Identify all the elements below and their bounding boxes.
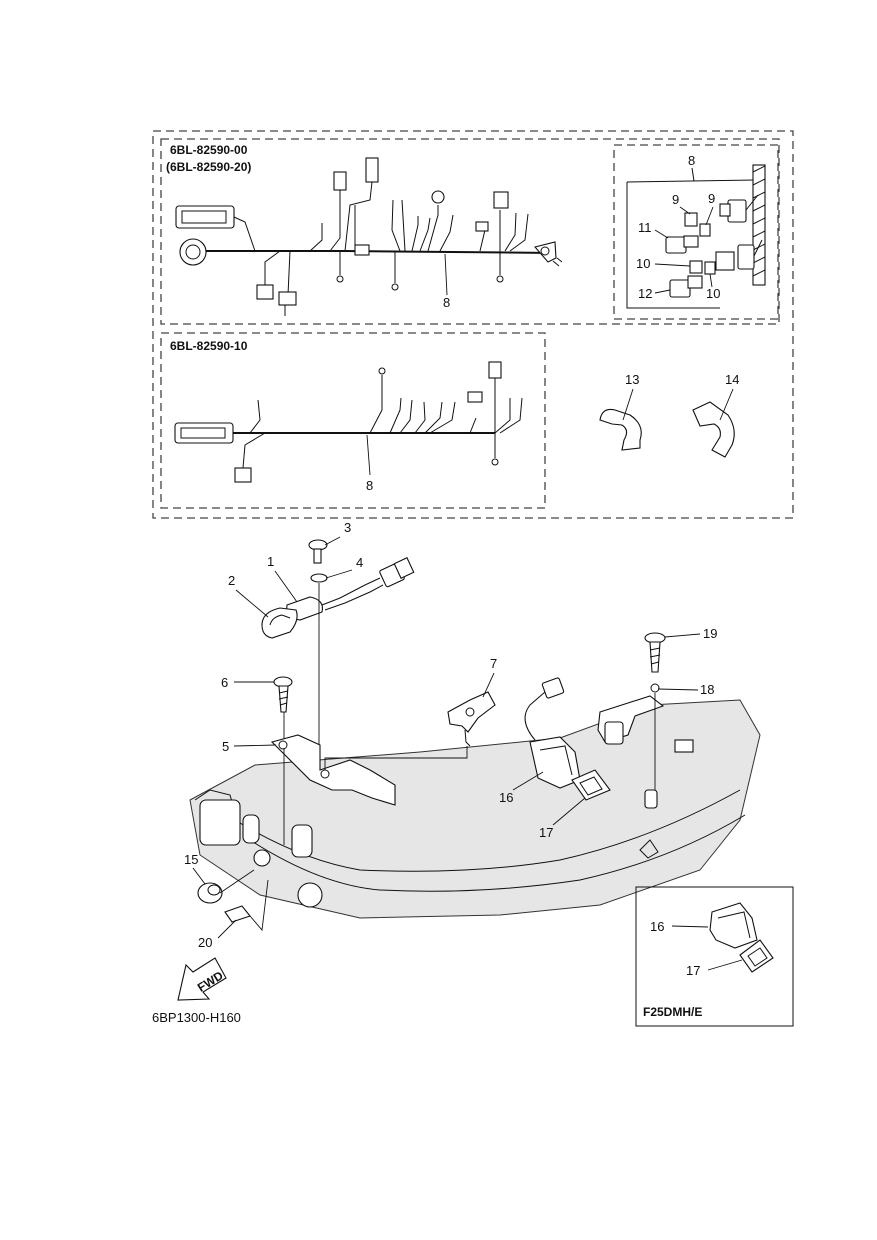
- callout-9a: 9: [672, 192, 679, 207]
- bolt-6: [273, 676, 293, 713]
- harness-top-part-number: 6BL-82590-00: [170, 143, 248, 157]
- grommet-16: [524, 677, 581, 789]
- grommet-2: [261, 607, 298, 639]
- harness-detail-frame: [613, 144, 779, 320]
- callout-12: 12: [638, 286, 652, 301]
- callout-5: 5: [222, 739, 229, 754]
- wire-harness-bottom: [174, 361, 523, 483]
- callout-8a: 8: [443, 295, 450, 310]
- wire-harness-top: [175, 157, 563, 316]
- plug-15: [197, 882, 223, 904]
- inset-model-label: F25DMH/E: [643, 1005, 702, 1019]
- callout-4: 4: [356, 555, 363, 570]
- callout-18: 18: [700, 682, 714, 697]
- callout-2: 2: [228, 573, 235, 588]
- harness-bottom-frame: [160, 332, 546, 509]
- bracket-5: [270, 734, 396, 806]
- callout-17b: 17: [686, 963, 700, 978]
- harness-bottom-part-number: 6BL-82590-10: [170, 339, 248, 353]
- harness-detail-inset: [626, 164, 766, 309]
- callout-15: 15: [184, 852, 198, 867]
- model-inset-frame: [635, 886, 794, 1027]
- callout-10b: 10: [706, 286, 720, 301]
- clamp-14: [692, 401, 735, 458]
- callout-9b: 9: [708, 191, 715, 206]
- callout-17: 17: [539, 825, 553, 840]
- harness-group-frame: [152, 130, 794, 519]
- grommet-16-inset: [709, 902, 758, 949]
- grommet-1: [286, 577, 384, 621]
- callout-16b: 16: [650, 919, 664, 934]
- screw-3: [308, 539, 328, 564]
- relay-holder-7: [447, 691, 496, 747]
- seal-17: [571, 769, 611, 801]
- harness-top-frame: [160, 138, 780, 325]
- fwd-arrow-icon: FWD: [177, 957, 227, 1001]
- clamp-13: [599, 408, 642, 451]
- callout-3: 3: [344, 520, 351, 535]
- callout-14: 14: [725, 372, 739, 387]
- callout-8c: 8: [366, 478, 373, 493]
- callout-7: 7: [490, 656, 497, 671]
- washer-4: [310, 573, 328, 583]
- callout-16: 16: [499, 790, 513, 805]
- callout-8b: 8: [688, 153, 695, 168]
- callout-6: 6: [221, 675, 228, 690]
- bottom-cowling: [189, 699, 761, 919]
- leader-8a: [444, 253, 448, 296]
- harness-top-part-number-alt: (6BL-82590-20): [166, 160, 251, 174]
- callout-19: 19: [703, 626, 717, 641]
- callout-11: 11: [638, 220, 652, 235]
- seal-17-inset: [739, 939, 774, 973]
- callout-1: 1: [267, 554, 274, 569]
- label-20: [224, 905, 251, 923]
- callout-10a: 10: [636, 256, 650, 271]
- callout-13: 13: [625, 372, 639, 387]
- figure-code: 6BP1300-H160: [152, 1010, 241, 1025]
- bracket-18: [597, 683, 665, 745]
- bolt-19: [644, 632, 666, 673]
- connector-plug: [379, 557, 415, 588]
- callout-20: 20: [198, 935, 212, 950]
